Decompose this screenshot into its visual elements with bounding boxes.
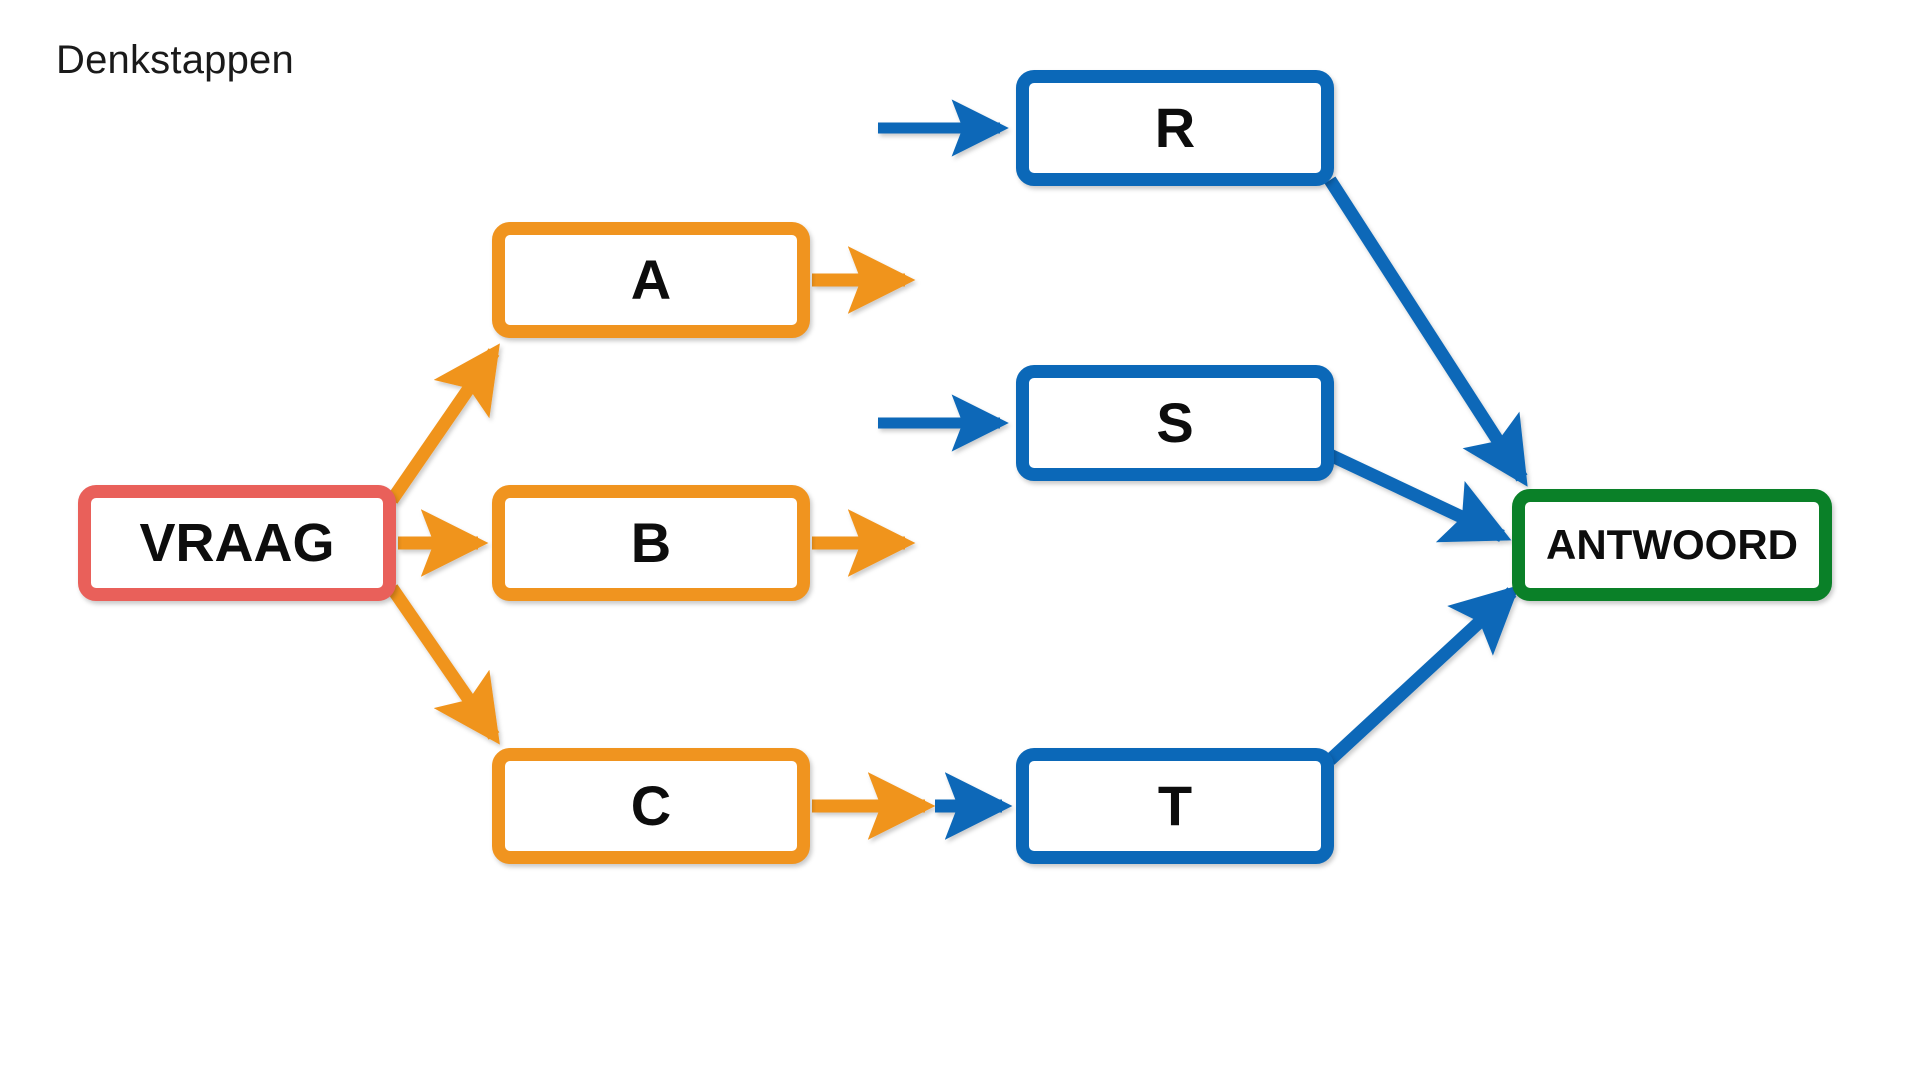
- node-r[interactable]: R: [1016, 70, 1334, 186]
- node-label: VRAAG: [139, 513, 335, 573]
- node-label: S: [1156, 391, 1194, 454]
- node-label: R: [1154, 96, 1196, 159]
- node-label: B: [630, 511, 672, 574]
- node-s[interactable]: S: [1016, 365, 1334, 481]
- edge-t-antwoord: [1325, 584, 1520, 765]
- node-vraag[interactable]: VRAAG: [78, 485, 396, 601]
- node-a[interactable]: A: [492, 222, 810, 338]
- edge-vraag-c: [386, 584, 500, 745]
- edge-r-antwoord: [1324, 176, 1528, 487]
- node-t[interactable]: T: [1016, 748, 1334, 864]
- node-c[interactable]: C: [492, 748, 810, 864]
- page-title: Denkstappen: [56, 38, 294, 82]
- node-label: C: [630, 774, 672, 837]
- edge-s-antwoord: [1327, 449, 1512, 543]
- node-label: ANTWOORD: [1546, 521, 1798, 568]
- node-label: A: [630, 248, 672, 311]
- node-label: T: [1157, 774, 1193, 837]
- edge-vraag-a: [386, 343, 500, 504]
- node-b[interactable]: B: [492, 485, 810, 601]
- node-antwoord[interactable]: ANTWOORD: [1512, 489, 1832, 601]
